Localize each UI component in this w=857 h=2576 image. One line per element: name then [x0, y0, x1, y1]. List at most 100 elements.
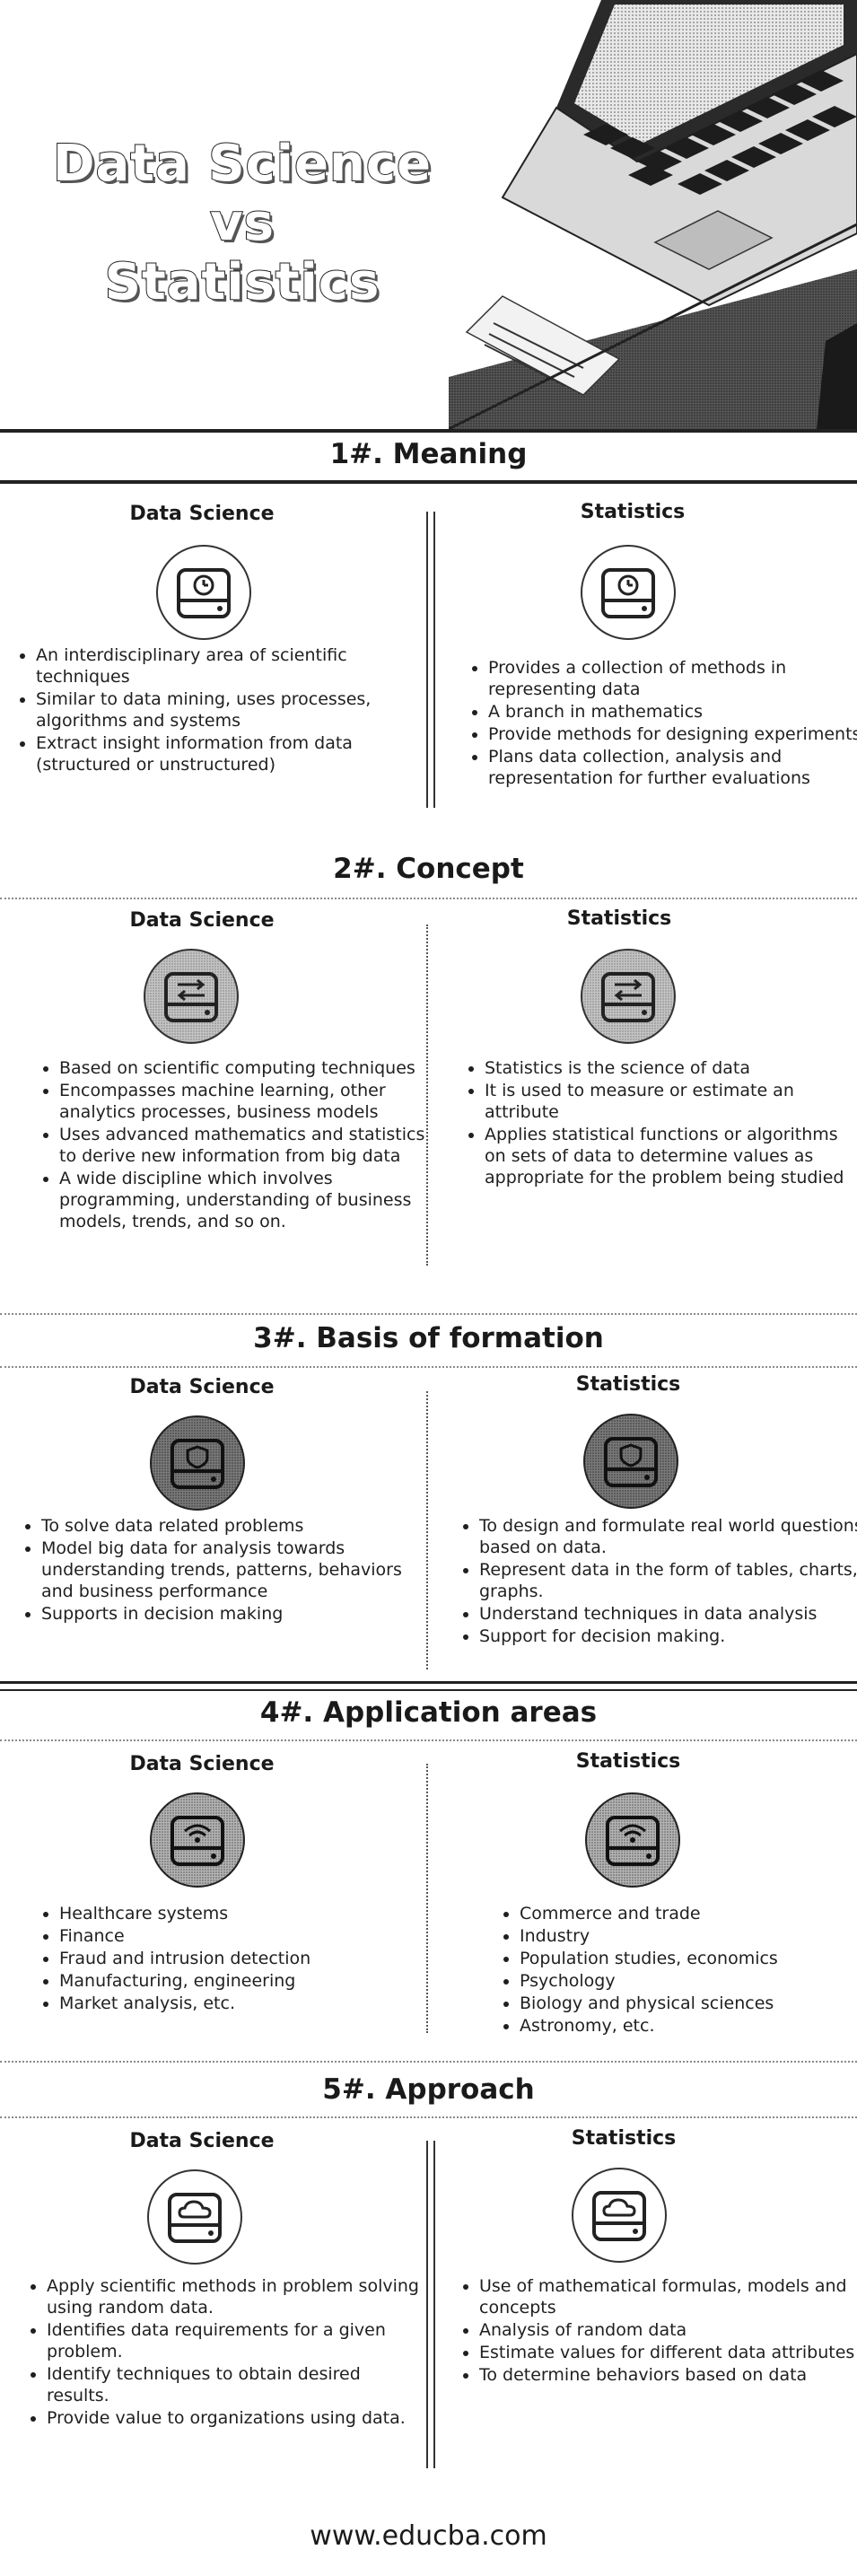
list-item: Industry — [520, 1925, 857, 1947]
column-heading: Statistics — [580, 501, 686, 523]
column-heading: Data Science — [129, 909, 275, 932]
statistics-column: Statistics — [422, 2127, 826, 2150]
list-item: Fraud and intrusion detection — [59, 1948, 436, 1969]
list-item: Provide value to organizations using dat… — [47, 2407, 424, 2429]
list-item: To design and formulate real world quest… — [479, 1515, 857, 1558]
shield-icon — [582, 1412, 680, 1511]
wifi-icon — [583, 1791, 682, 1889]
list-item: Understand techniques in data analysis — [479, 1603, 857, 1625]
list-item: Manufacturing, engineering — [59, 1970, 436, 1992]
section-title: 2#. Concept — [333, 853, 524, 885]
list-item: A branch in mathematics — [488, 701, 857, 723]
page-title-line1: Data Science vs — [52, 134, 433, 253]
clock-monitor-icon — [579, 543, 678, 642]
statistics-column: Statistics — [426, 1373, 830, 1396]
list-item: Represent data in the form of tables, ch… — [479, 1559, 857, 1602]
section-rule — [0, 480, 857, 484]
column-divider — [426, 1391, 428, 1669]
list-item: Biology and physical sciences — [520, 1993, 857, 2014]
statistics-points: Use of mathematical formulas, models and… — [456, 2275, 856, 2387]
list-item: Encompasses machine learning, other anal… — [59, 1080, 436, 1123]
data-science-points: Healthcare systems Finance Fraud and int… — [36, 1903, 436, 2015]
cloud-icon — [570, 2166, 669, 2265]
column-heading: Statistics — [575, 1750, 681, 1773]
list-item: It is used to measure or estimate an att… — [485, 1080, 857, 1123]
list-item: Identifies data requirements for a given… — [47, 2319, 424, 2362]
column-divider — [426, 924, 428, 1266]
section-rule — [0, 1739, 857, 1741]
section-title: 4#. Application areas — [259, 1696, 598, 1729]
statistics-column: Statistics — [426, 1750, 830, 1773]
cloud-icon — [145, 2168, 244, 2266]
data-science-column: Data Science — [0, 2130, 404, 2152]
list-item: Estimate values for different data attri… — [479, 2342, 856, 2363]
statistics-column: Statistics — [417, 907, 821, 930]
section-title: 5#. Approach — [322, 2073, 535, 2106]
data-science-points: To solve data related problems Model big… — [18, 1515, 418, 1625]
list-item: Extract insight information from data (s… — [36, 732, 413, 775]
statistics-points: Statistics is the science of data It is … — [461, 1057, 857, 1189]
column-heading: Data Science — [129, 1376, 275, 1398]
column-heading: Data Science — [129, 503, 275, 525]
laptop-illustration — [449, 0, 857, 429]
list-item: Similar to data mining, uses processes, … — [36, 688, 413, 732]
exchange-arrows-icon — [579, 947, 678, 1046]
data-science-points: Based on scientific computing techniques… — [36, 1057, 436, 1233]
list-item: Commerce and trade — [520, 1903, 857, 1924]
hero-banner: Data Science vs Statistics — [0, 0, 857, 429]
column-heading: Statistics — [571, 2127, 677, 2150]
wifi-icon — [148, 1791, 247, 1889]
list-item: A wide discipline which involves program… — [59, 1168, 436, 1232]
section-rule — [0, 1313, 857, 1315]
section-title: 1#. Meaning — [329, 438, 528, 470]
exchange-arrows-icon — [142, 947, 240, 1046]
data-science-points: An interdisciplinary area of scientific … — [13, 644, 413, 776]
list-item: Provides a collection of methods in repr… — [488, 657, 857, 700]
shield-icon — [148, 1414, 247, 1512]
section-rule — [0, 2116, 857, 2118]
data-science-points: Apply scientific methods in problem solv… — [23, 2275, 424, 2430]
list-item: An interdisciplinary area of scientific … — [36, 644, 413, 688]
section-title: 3#. Basis of formation — [253, 1322, 604, 1354]
list-item: Apply scientific methods in problem solv… — [47, 2275, 424, 2318]
column-divider — [426, 512, 435, 808]
list-item: Uses advanced mathematics and statistics… — [59, 1124, 436, 1167]
list-item: To determine behaviors based on data — [479, 2364, 856, 2386]
column-divider — [426, 1764, 428, 2033]
column-heading: Statistics — [566, 907, 672, 930]
list-item: Supports in decision making — [41, 1603, 418, 1625]
list-item: Analysis of random data — [479, 2319, 856, 2341]
list-item: Astronomy, etc. — [520, 2015, 857, 2037]
statistics-points: Commerce and trade Industry Population s… — [496, 1903, 857, 2037]
page-title-line2: Statistics — [104, 252, 380, 312]
clock-monitor-icon — [154, 543, 253, 642]
data-science-column: Data Science — [0, 909, 404, 932]
list-item: Statistics is the science of data — [485, 1057, 857, 1079]
list-item: Based on scientific computing techniques — [59, 1057, 436, 1079]
list-item: Healthcare systems — [59, 1903, 436, 1924]
list-item: Population studies, economics — [520, 1948, 857, 1969]
list-item: Model big data for analysis towards unde… — [41, 1538, 418, 1602]
statistics-points: To design and formulate real world quest… — [456, 1515, 857, 1648]
section-rule — [0, 1366, 857, 1368]
statistics-column: Statistics — [431, 501, 835, 523]
statistics-points: Provides a collection of methods in repr… — [465, 657, 857, 790]
section-rule — [0, 898, 857, 899]
list-item: Psychology — [520, 1970, 857, 1992]
column-heading: Statistics — [575, 1373, 681, 1396]
list-item: Use of mathematical formulas, models and… — [479, 2275, 856, 2318]
column-divider — [426, 2141, 435, 2468]
section-rule — [0, 429, 857, 433]
list-item: Support for decision making. — [479, 1625, 857, 1647]
column-heading: Data Science — [129, 2130, 275, 2152]
list-item: Identify techniques to obtain desired re… — [47, 2363, 424, 2406]
list-item: Market analysis, etc. — [59, 1993, 436, 2014]
footer-website: www.educba.com — [310, 2520, 547, 2552]
section-rule — [0, 2061, 857, 2063]
section-rule — [0, 1681, 857, 1691]
list-item: Plans data collection, analysis and repr… — [488, 746, 857, 789]
page-title: Data Science vs Statistics — [36, 134, 449, 312]
data-science-column: Data Science — [0, 503, 404, 525]
list-item: Applies statistical functions or algorit… — [485, 1124, 857, 1188]
column-heading: Data Science — [129, 1753, 275, 1775]
